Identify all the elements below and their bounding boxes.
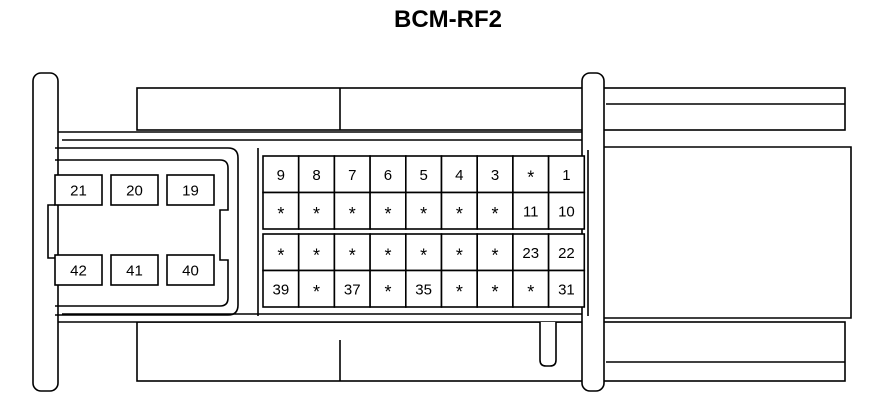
cavity-pin-label: 20 [126,183,143,200]
pin-cell [476,233,514,272]
unused-pin-marker: * [349,245,356,265]
cavity-pin-label: 21 [70,183,87,200]
locking-tab [539,322,557,367]
pin-number: 35 [415,281,432,298]
pin-cell [512,191,550,230]
pin-cell [297,191,336,230]
left-latch [32,72,59,392]
left-cavity [47,147,239,316]
cavity-pin-box [54,254,103,286]
right-latch [581,72,605,392]
unused-pin-marker: * [456,204,463,224]
unused-pin-marker: * [384,204,391,224]
pin-cell [547,155,586,194]
unused-pin-marker: * [527,167,534,187]
left-cavity-pins: 21 20 19 42 41 40 [54,174,215,286]
unused-pin-marker: * [349,204,356,224]
unused-pin-marker: * [420,204,427,224]
unused-pin-marker: * [313,204,320,224]
cavity-pin-box [110,174,159,206]
pin-cell [369,191,407,230]
pin-number: 1 [562,167,570,184]
pin-number: 39 [273,281,290,298]
unused-pin-marker: * [384,245,391,265]
cavity-pin-box [166,174,215,206]
pin-number: 7 [348,167,356,184]
pin-cell [333,269,371,308]
connector-title: BCM-RF2 [394,6,502,33]
connector-shell-top [136,87,846,131]
pin-cell [476,191,514,230]
pin-cell [262,155,300,194]
pin-cell [404,269,443,308]
pin-cell [262,269,300,308]
unused-pin-marker: * [384,282,391,302]
pin-cell [440,269,479,308]
cavity-pin-label: 40 [182,263,199,280]
unused-pin-marker: * [456,245,463,265]
unused-pin-marker: * [313,245,320,265]
pin-cell [297,269,336,308]
pin-cell [547,191,586,230]
unused-pin-marker: * [420,245,427,265]
unused-pin-marker: * [313,282,320,302]
cavity-pin-box [54,174,103,206]
pin-number: 37 [344,281,361,298]
pin-number: 3 [491,167,499,184]
pin-cell [440,155,479,194]
pin-number: 22 [558,245,575,262]
cavity-pin-label: 19 [182,183,199,200]
connector-shell-bottom [136,321,846,382]
pin-cell [547,269,586,308]
cavity-pin-label: 42 [70,263,87,280]
pin-cell [476,155,514,194]
unused-pin-marker: * [277,245,284,265]
pin-number: 5 [419,167,427,184]
pin-grid: 9 8 7 6 5 4 3 * 1 * * * * * * * 11 10 * * * * * * * 23 22 39 * 37 * 35 *… [262,155,586,308]
unused-pin-marker: * [527,282,534,302]
pin-number: 23 [522,245,539,262]
unused-pin-marker: * [456,282,463,302]
cavity-pin-label: 41 [126,263,143,280]
unused-pin-marker: * [492,245,499,265]
pin-number: 31 [558,281,575,298]
pin-cell [404,155,443,194]
unused-pin-marker: * [492,282,499,302]
cavity-pin-box [166,254,215,286]
pin-cell [297,155,336,194]
pin-number: 11 [523,203,539,220]
pin-number: 9 [277,167,285,184]
pin-cell [333,155,371,194]
pin-cell [404,191,443,230]
unused-pin-marker: * [492,204,499,224]
pin-number: 8 [312,167,320,184]
pin-number: 10 [558,203,575,220]
cavity-pin-box [110,254,159,286]
pin-number: 6 [384,167,392,184]
pin-number: 4 [455,167,463,184]
unused-pin-marker: * [277,204,284,224]
